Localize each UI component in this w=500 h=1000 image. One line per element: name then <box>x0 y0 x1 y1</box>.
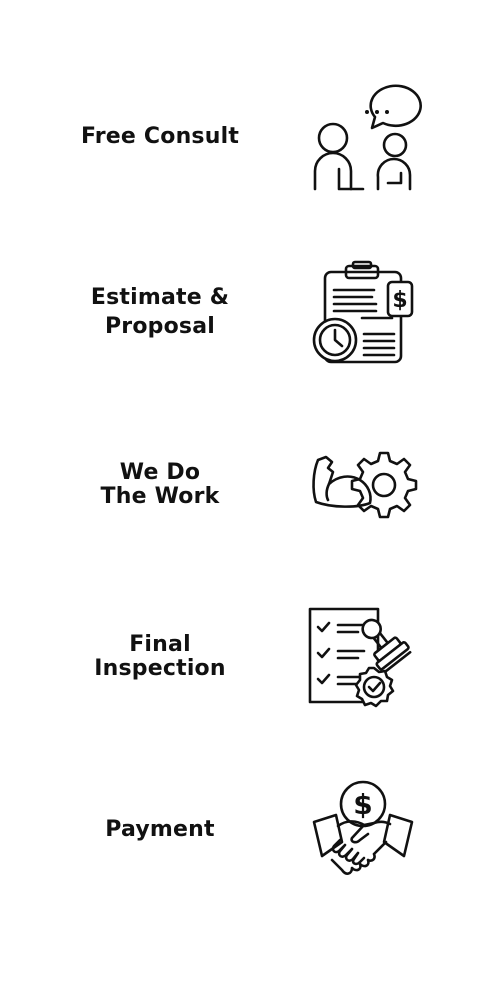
step-label: We Do The Work <box>60 461 260 509</box>
step-label-line: Free Consult <box>80 124 240 149</box>
step-label: Payment <box>60 818 260 842</box>
step-label-line: We Do <box>119 460 201 485</box>
dollar-glyph: $ <box>392 288 407 313</box>
step-label: Free Consult <box>60 125 260 149</box>
step-label-line: Proposal <box>104 314 216 339</box>
step-label-line: Payment <box>105 817 215 842</box>
step-label-line: Estimate & <box>90 285 230 310</box>
step-label-line: Final <box>129 632 191 657</box>
handshake-dollar-icon: $ <box>302 780 426 885</box>
consultation-icon <box>302 84 426 195</box>
step-label: Estimate & Proposal <box>60 286 260 339</box>
clipboard-estimate-icon: $ <box>302 260 426 370</box>
step-payment: Payment $ <box>0 780 500 885</box>
step-free-consult: Free Consult <box>0 84 500 195</box>
step-label: Final Inspection <box>60 633 260 681</box>
dollar-glyph: $ <box>353 788 372 821</box>
arm-gear-icon <box>302 450 426 520</box>
step-label-line: Inspection <box>94 656 226 681</box>
step-estimate-proposal: Estimate & Proposal $ <box>0 260 500 370</box>
step-label-line: The Work <box>100 484 220 509</box>
checklist-stamp-icon <box>302 605 426 710</box>
step-final-inspection: Final Inspection <box>0 605 500 710</box>
step-we-do-the-work: We Do The Work <box>0 450 500 520</box>
